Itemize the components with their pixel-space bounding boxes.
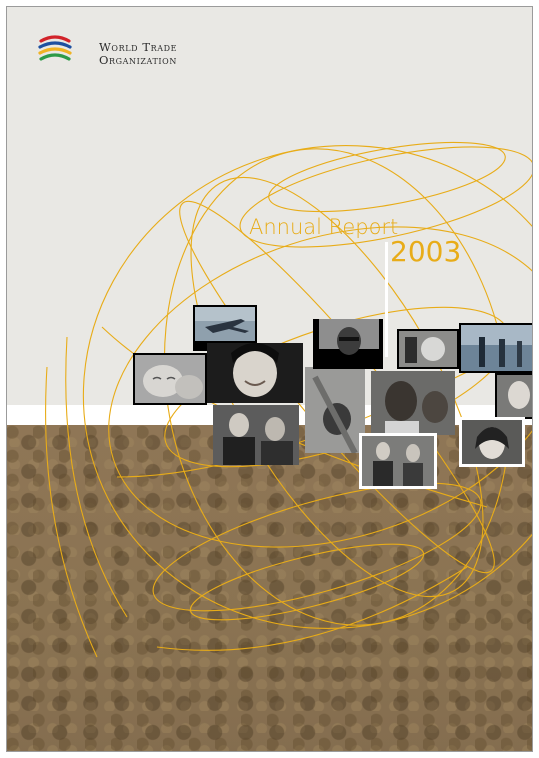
- microscope-photo: [399, 331, 457, 367]
- walking-people-photo: [461, 325, 532, 371]
- airplane-photo: [195, 307, 255, 341]
- man-phone-photo: [305, 367, 365, 453]
- photo-frame-woman-smiling: [207, 343, 303, 403]
- children-photo: [371, 371, 455, 435]
- photo-frame-baby: [133, 353, 207, 405]
- report-cover: World Trade Organization Annual Report 2…: [6, 6, 533, 752]
- organization-name: World Trade Organization: [99, 41, 177, 67]
- photo-frame-children: [371, 371, 455, 435]
- wto-logo-icon: [38, 35, 72, 61]
- title-divider-line: [385, 242, 388, 357]
- photo-frame-woman-portrait: [495, 373, 532, 419]
- crowd-photo-band: [7, 425, 532, 751]
- organization-name-line2: Organization: [99, 53, 177, 67]
- photo-frame-man-glasses: [313, 319, 383, 369]
- photo-frame-microscope: [397, 329, 459, 369]
- report-title: Annual Report: [249, 215, 399, 239]
- woman-portrait-photo: [497, 375, 532, 417]
- photo-frame-men-standing: [359, 433, 437, 489]
- men-standing-photo: [362, 436, 434, 486]
- baby-photo: [135, 355, 205, 403]
- woman-headshot-photo: [462, 420, 522, 464]
- report-year: 2003: [390, 235, 462, 268]
- organization-name-line1: World Trade: [99, 40, 178, 54]
- woman-smiling-photo: [207, 343, 303, 403]
- photo-frame-man-phone: [305, 367, 365, 453]
- photo-frame-men-talking: [213, 405, 299, 465]
- men-talking-photo: [213, 405, 299, 465]
- photo-frame-woman-headshot: [459, 417, 525, 467]
- photo-frame-walking-people: [459, 323, 532, 373]
- globe-graphic: [45, 141, 532, 658]
- man-glasses-photo: [319, 319, 379, 355]
